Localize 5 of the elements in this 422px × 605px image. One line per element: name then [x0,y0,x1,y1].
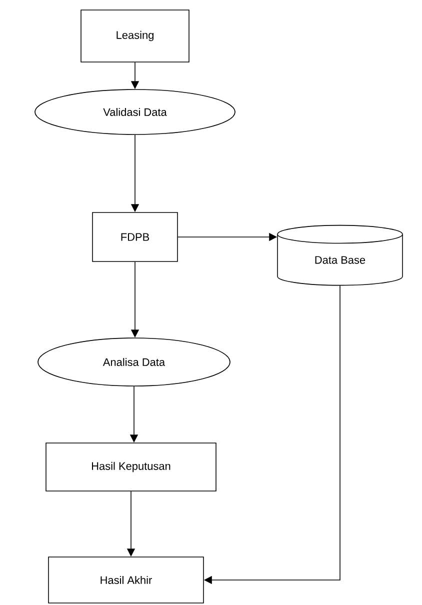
process-box: FDPB [92,212,178,262]
process-box: Leasing [80,10,190,62]
process-box: Hasil Keputusan [46,442,216,492]
database-cylinder: Data Base [277,224,403,286]
process-box: Hasil Akhir [48,556,204,604]
